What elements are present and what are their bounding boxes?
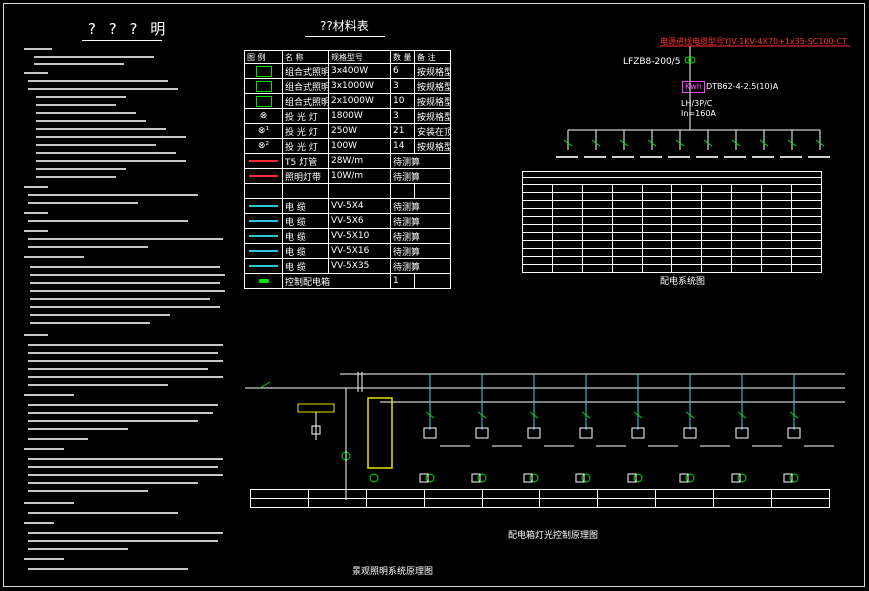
table-row	[522, 256, 822, 265]
table-row: 电 缆 VV-5X16 待测算	[244, 243, 451, 259]
design-notes-title: ? ? ? 明	[88, 20, 170, 38]
cable-line-icon	[249, 220, 278, 222]
table-row: 电 缆 VV-5X4 待测算	[244, 198, 451, 214]
table-row: 组合式照明灯 3x1000W 3 按规格型号	[244, 78, 451, 94]
light-strip-line-icon	[249, 175, 278, 177]
distribution-system-title: 配电系统图	[660, 277, 706, 287]
table-row	[522, 264, 822, 273]
lamp-group-icon	[255, 65, 272, 77]
table-row	[250, 498, 830, 508]
table-row	[522, 208, 822, 217]
distribution-parameter-table	[522, 171, 822, 273]
table-row	[522, 240, 822, 249]
table-row: 控制配电箱 1	[244, 273, 451, 289]
meter-spec-label: DTB62-4-2.5(10)A	[706, 82, 779, 91]
control-box-icon	[258, 279, 269, 283]
notes-text-lines	[24, 48, 225, 570]
drawing-frame	[3, 3, 865, 587]
floodlight-icon: ⊗¹	[257, 126, 270, 136]
table-row	[522, 200, 822, 209]
floodlight-icon: ⊗²	[257, 141, 270, 151]
breaker-rating-label: In=160A	[681, 109, 716, 118]
design-notes-underline	[82, 40, 162, 41]
cable-line-icon	[249, 250, 278, 252]
table-row	[522, 216, 822, 225]
breaker-spec-label: LH/3P/C	[681, 99, 713, 108]
kwh-meter-label: Kwh	[682, 81, 705, 93]
cable-line-icon	[249, 235, 278, 237]
table-row	[522, 232, 822, 241]
table-row: 组合式照明灯 2x1000W 10 按规格型号	[244, 93, 451, 109]
table-row	[522, 184, 822, 193]
materials-table: 图 例 名 称 规格型号 数 量 备 注 组合式照明灯 3x400W 6 按规格…	[244, 50, 451, 292]
panel-name-label: LFZB8-200/5	[623, 57, 681, 67]
incoming-cable-label: 电源进线电缆型号YJV-1KV-4X70+1x35-SC100-CT	[660, 37, 847, 46]
table-row	[522, 248, 822, 257]
table-row	[250, 489, 830, 499]
cable-line-icon	[249, 265, 278, 267]
design-notes-body	[18, 46, 230, 581]
table-row: ⊗² 投 光 灯 100W 14 按规格型号	[244, 138, 451, 154]
cable-line-icon	[249, 205, 278, 207]
lamp-group-icon	[255, 95, 272, 107]
materials-title-underline	[305, 36, 385, 37]
lighting-control-title: 配电箱灯光控制原理图	[508, 531, 599, 541]
table-row	[244, 183, 451, 199]
table-row: T5 灯管 28W/m 待测算	[244, 153, 451, 169]
t5-tube-line-icon	[249, 160, 278, 162]
table-row	[522, 192, 822, 201]
table-row	[522, 224, 822, 233]
lamp-group-icon	[255, 80, 272, 92]
materials-table-title: ??材料表	[320, 19, 369, 33]
table-row: 组合式照明灯 3x400W 6 按规格型号	[244, 63, 451, 79]
table-row: 电 缆 VV-5X6 待测算	[244, 213, 451, 229]
control-function-table	[250, 489, 830, 508]
materials-header-row: 图 例 名 称 规格型号 数 量 备 注	[244, 50, 451, 64]
landscape-lighting-title: 景观照明系统原理图	[352, 567, 434, 577]
table-row: 照明灯带 10W/m 待测算	[244, 168, 451, 184]
floodlight-icon: ⊗	[259, 111, 268, 121]
